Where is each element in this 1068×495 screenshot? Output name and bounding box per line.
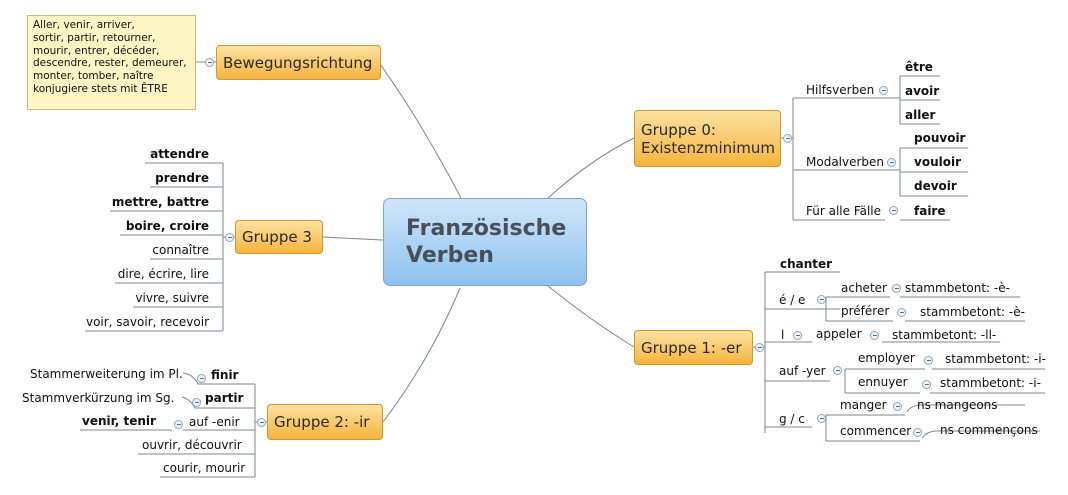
collapse-icon[interactable] xyxy=(924,356,933,365)
g3-item[interactable]: prendre xyxy=(155,171,209,185)
g1-acheter-stem[interactable]: stammbetont: -è- xyxy=(905,281,1010,295)
g0-devoir[interactable]: devoir xyxy=(914,179,957,193)
g0-hilfsverben[interactable]: Hilfsverben xyxy=(806,83,875,97)
g2-finir[interactable]: finir xyxy=(211,368,239,382)
collapse-icon[interactable] xyxy=(257,418,266,427)
g2-enir[interactable]: auf -enir xyxy=(189,415,240,429)
g3-item[interactable]: voir, savoir, recevoir xyxy=(85,315,209,329)
g1-manger-stem[interactable]: ns mangeons xyxy=(917,398,998,412)
g1-employer[interactable]: employer xyxy=(858,351,915,365)
central-topic-title: Französische Verben xyxy=(406,216,567,268)
collapse-icon[interactable] xyxy=(922,380,931,389)
g1-chanter[interactable]: chanter xyxy=(780,257,833,271)
connector-center-g1 xyxy=(547,285,635,348)
connector-center-g3 xyxy=(322,236,384,241)
connector-center-g0 xyxy=(547,137,635,199)
g2-courir[interactable]: courir, mourir xyxy=(163,461,246,475)
collapse-icon[interactable] xyxy=(174,420,183,429)
g0-vouloir[interactable]: vouloir xyxy=(914,155,961,169)
g2-finir-note[interactable]: Stammerweiterung im Pl. xyxy=(30,367,183,381)
g1-e-e[interactable]: é / e xyxy=(779,293,806,307)
branch-gruppe-0[interactable]: Gruppe 0: Existenzminimum xyxy=(634,110,781,167)
connector-center-g2 xyxy=(382,287,461,423)
collapse-icon[interactable] xyxy=(887,158,896,167)
g2-enir-examples[interactable]: venir, tenir xyxy=(82,414,156,428)
g3-item[interactable]: vivre, suivre xyxy=(135,291,209,305)
g1-g-c[interactable]: g / c xyxy=(779,412,805,426)
g1-commencer[interactable]: commencer xyxy=(840,424,912,438)
g3-item[interactable]: connaître xyxy=(152,243,209,257)
collapse-icon[interactable] xyxy=(913,428,922,437)
collapse-icon[interactable] xyxy=(889,206,898,215)
collapse-icon[interactable] xyxy=(870,331,879,340)
g0-etre[interactable]: être xyxy=(905,60,933,74)
g3-item[interactable]: mettre, battre xyxy=(111,195,209,209)
note-etre-verbs: Aller, venir, arriver, sortir, partir, r… xyxy=(27,15,196,110)
collapse-icon[interactable] xyxy=(197,374,206,383)
g1-acheter[interactable]: acheter xyxy=(841,281,887,295)
g2-partir-note[interactable]: Stammverkürzung im Sg. xyxy=(22,391,175,405)
g1-preferer[interactable]: préférer xyxy=(841,304,890,318)
connector-center-bewegung xyxy=(379,63,462,199)
collapse-icon[interactable] xyxy=(892,284,901,293)
g3-item[interactable]: dire, écrire, lire xyxy=(117,267,209,281)
g1-appeler-stem[interactable]: stammbetont: -ll- xyxy=(892,328,997,342)
g1-ennuyer[interactable]: ennuyer xyxy=(858,375,908,389)
g0-avoir[interactable]: avoir xyxy=(905,84,940,98)
collapse-icon[interactable] xyxy=(755,343,764,352)
g1-l[interactable]: l xyxy=(781,328,785,342)
g2-ouvrir[interactable]: ouvrir, découvrir xyxy=(142,438,242,452)
branch-gruppe-1[interactable]: Gruppe 1: -er xyxy=(634,330,753,365)
g0-faire[interactable]: faire xyxy=(914,204,946,218)
g3-item[interactable]: attendre xyxy=(150,147,209,161)
g1-appeler[interactable]: appeler xyxy=(816,327,862,341)
g1-commencer-stem[interactable]: ns commençons xyxy=(940,423,1038,437)
g0-aller[interactable]: aller xyxy=(905,108,936,122)
collapse-icon[interactable] xyxy=(793,331,802,340)
g1-employer-stem[interactable]: stammbetont: -i- xyxy=(945,352,1046,366)
g1-preferer-stem[interactable]: stammbetont: -è- xyxy=(920,305,1025,319)
g0-modalverben[interactable]: Modalverben xyxy=(806,155,885,169)
collapse-icon[interactable] xyxy=(879,86,888,95)
g1-auf-yer[interactable]: auf -yer xyxy=(779,364,826,378)
branch-gruppe-2[interactable]: Gruppe 2: -ir xyxy=(267,404,383,440)
collapse-icon[interactable] xyxy=(205,58,214,67)
collapse-icon[interactable] xyxy=(192,398,201,407)
collapse-icon[interactable] xyxy=(833,366,842,375)
g1-manger[interactable]: manger xyxy=(840,398,887,412)
collapse-icon[interactable] xyxy=(893,402,902,411)
branch-gruppe-3[interactable]: Gruppe 3 xyxy=(235,220,323,254)
g0-fuer-alle-faelle[interactable]: Für alle Fälle xyxy=(806,204,882,218)
g0-pouvoir[interactable]: pouvoir xyxy=(914,131,966,145)
branch-bewegungsrichtung[interactable]: Bewegungsrichtung xyxy=(216,45,381,80)
collapse-icon[interactable] xyxy=(783,134,792,143)
collapse-icon[interactable] xyxy=(225,233,234,242)
g2-partir[interactable]: partir xyxy=(205,391,244,405)
collapse-icon[interactable] xyxy=(817,295,826,304)
g3-item[interactable]: boire, croire xyxy=(125,219,209,233)
collapse-icon[interactable] xyxy=(897,308,906,317)
central-topic[interactable]: Französische Verben xyxy=(383,198,587,286)
g1-ennuyer-stem[interactable]: stammbetont: -i- xyxy=(940,376,1041,390)
collapse-icon[interactable] xyxy=(817,414,826,423)
